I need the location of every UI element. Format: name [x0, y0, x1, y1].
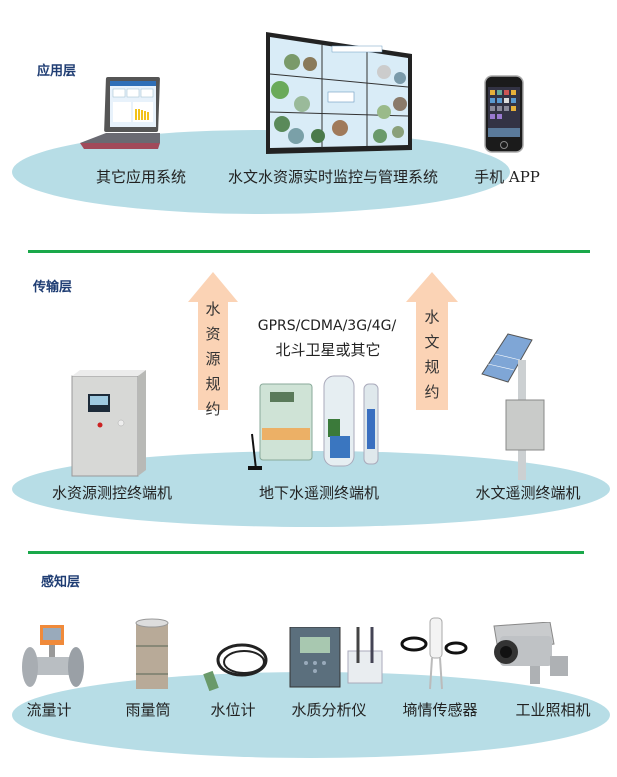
layer-title-application: 应用层 [37, 64, 77, 79]
sensor-label-camera: 工业照相机 [515, 701, 591, 719]
laptop-icon [70, 77, 162, 159]
sensor-label-flowmeter: 流量计 [26, 701, 72, 719]
water-quality-analyzer-icon [286, 626, 388, 697]
transport-label-hydrology-terminal: 水文遥测终端机 [475, 484, 581, 502]
smartphone-icon [483, 74, 525, 154]
arrow-text-water-resource-protocol: 水资源规约 [205, 300, 221, 418]
app-label-monitoring-system: 水文水资源实时监控与管理系统 [227, 168, 439, 186]
video-wall-icon [262, 32, 414, 154]
water-level-sensor-icon [202, 638, 272, 693]
rain-gauge-icon [132, 617, 172, 692]
sensor-label-water-level: 水位计 [210, 701, 256, 719]
layer-title-perception: 感知层 [41, 575, 81, 590]
solar-station-icon [478, 330, 550, 480]
divider-application-transport [28, 250, 590, 253]
transport-label-control-terminal: 水资源测控终端机 [51, 484, 173, 502]
control-cabinet-icon [70, 368, 148, 478]
telemetry-terminal-icon [238, 374, 388, 474]
app-label-mobile-app: 手机 APP [474, 168, 540, 186]
arrow-up-hydrology-protocol [406, 272, 458, 410]
arrow-text-hydrology-protocol: 水文规约 [424, 308, 440, 401]
app-label-other-systems: 其它应用系统 [95, 168, 187, 186]
layer-title-transport: 传输层 [33, 280, 73, 295]
network-beidou: 北斗卫星或其它 [275, 341, 381, 359]
network-types: GPRS/CDMA/3G/4G/ [257, 318, 397, 334]
soil-moisture-sensor-icon [398, 614, 470, 694]
industrial-camera-icon [490, 621, 572, 690]
flowmeter-icon [20, 623, 84, 693]
transport-label-groundwater-terminal: 地下水遥测终端机 [258, 484, 380, 502]
sensor-label-water-quality: 水质分析仪 [291, 701, 367, 719]
arrow-up-water-resource-protocol [188, 272, 238, 410]
sensor-label-soil-moisture: 墒情传感器 [402, 701, 478, 719]
divider-transport-perception [28, 551, 584, 554]
sensor-label-rain-gauge: 雨量筒 [125, 701, 171, 719]
